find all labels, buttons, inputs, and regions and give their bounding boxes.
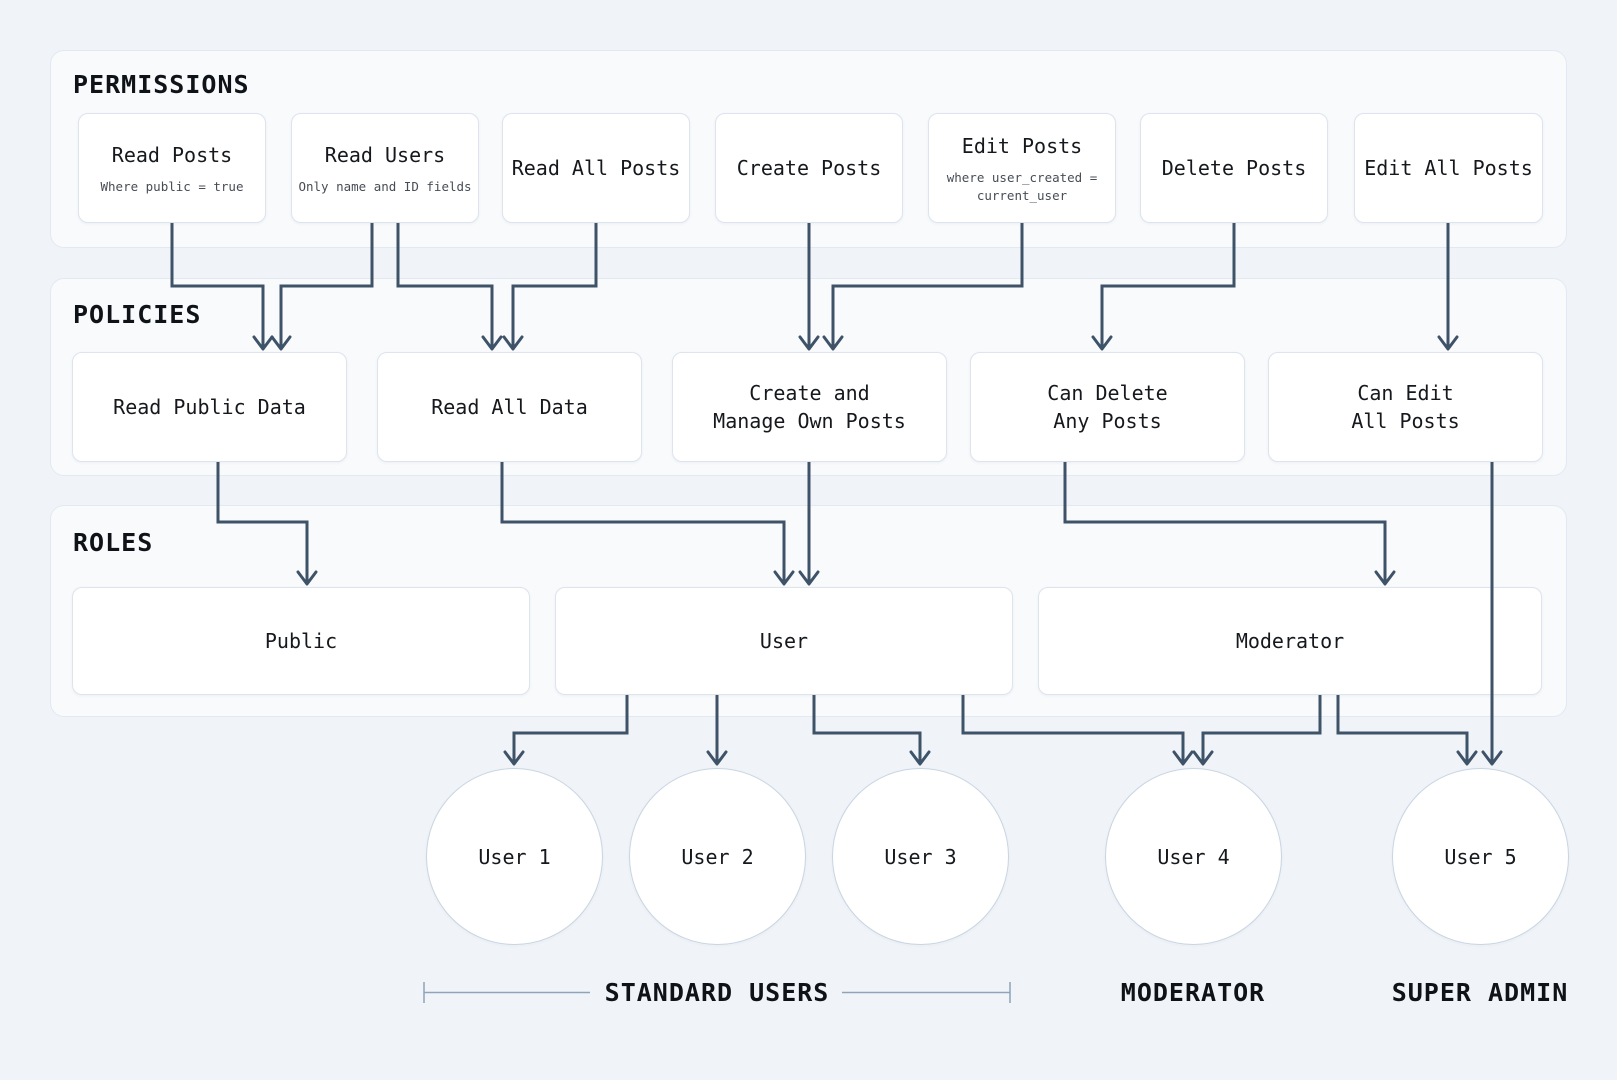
- policy-node-create-manage-own-posts: Create and Manage Own Posts: [672, 352, 947, 462]
- policy-node-read-all-data: Read All Data: [377, 352, 642, 462]
- group-label-standard-users: STANDARD USERS: [604, 978, 830, 1007]
- user-circle-1: User 1: [426, 768, 603, 945]
- permission-node-edit-posts: Edit Posts where user_created = current_…: [928, 113, 1116, 223]
- role-node-user: User: [555, 587, 1013, 695]
- node-title: Can Edit All Posts: [1351, 381, 1460, 433]
- permission-node-read-all-posts: Read All Posts: [502, 113, 690, 223]
- policies-title: POLICIES: [73, 300, 202, 329]
- user-circle-4: User 4: [1105, 768, 1282, 945]
- user-label: User 3: [884, 844, 957, 869]
- node-title: Read All Data: [431, 395, 588, 419]
- permission-node-delete-posts: Delete Posts: [1140, 113, 1328, 223]
- group-label-moderator: MODERATOR: [1120, 978, 1266, 1007]
- node-title: Read Posts: [111, 142, 233, 167]
- permission-node-edit-all-posts: Edit All Posts: [1354, 113, 1543, 223]
- roles-title: ROLES: [73, 528, 154, 557]
- node-title: Edit Posts: [961, 133, 1083, 158]
- node-title: Public: [264, 629, 338, 653]
- policy-node-read-public-data: Read Public Data: [72, 352, 347, 462]
- role-node-public: Public: [72, 587, 530, 695]
- node-title: Read Public Data: [113, 395, 306, 419]
- user-label: User 4: [1157, 844, 1230, 869]
- node-subtitle: Only name and ID fields: [298, 178, 472, 194]
- node-subtitle: Where public = true: [100, 178, 244, 194]
- node-title: Read All Posts: [511, 156, 681, 180]
- user-circle-2: User 2: [629, 768, 806, 945]
- node-title: Moderator: [1235, 629, 1345, 653]
- node-title: Can Delete Any Posts: [1047, 381, 1168, 433]
- permissions-title: PERMISSIONS: [73, 70, 250, 99]
- user-label: User 2: [681, 844, 754, 869]
- node-title: Create Posts: [736, 156, 882, 180]
- node-title: User: [759, 629, 809, 653]
- user-circle-3: User 3: [832, 768, 1009, 945]
- node-title: Edit All Posts: [1364, 156, 1533, 180]
- group-label-super-admin: SUPER ADMIN: [1391, 978, 1569, 1007]
- node-title: Create and Manage Own Posts: [713, 381, 906, 433]
- policy-node-can-edit-all-posts: Can Edit All Posts: [1268, 352, 1543, 462]
- permission-node-create-posts: Create Posts: [715, 113, 903, 223]
- role-node-moderator: Moderator: [1038, 587, 1542, 695]
- permission-node-read-posts: Read Posts Where public = true: [78, 113, 266, 223]
- user-circle-5: User 5: [1392, 768, 1569, 945]
- node-title: Delete Posts: [1161, 156, 1307, 180]
- permission-node-read-users: Read Users Only name and ID fields: [291, 113, 479, 223]
- node-title: Read Users: [324, 142, 446, 167]
- node-subtitle: where user_created = current_user: [946, 169, 1098, 203]
- policy-node-can-delete-any-posts: Can Delete Any Posts: [970, 352, 1245, 462]
- user-label: User 1: [478, 844, 551, 869]
- user-label: User 5: [1444, 844, 1517, 869]
